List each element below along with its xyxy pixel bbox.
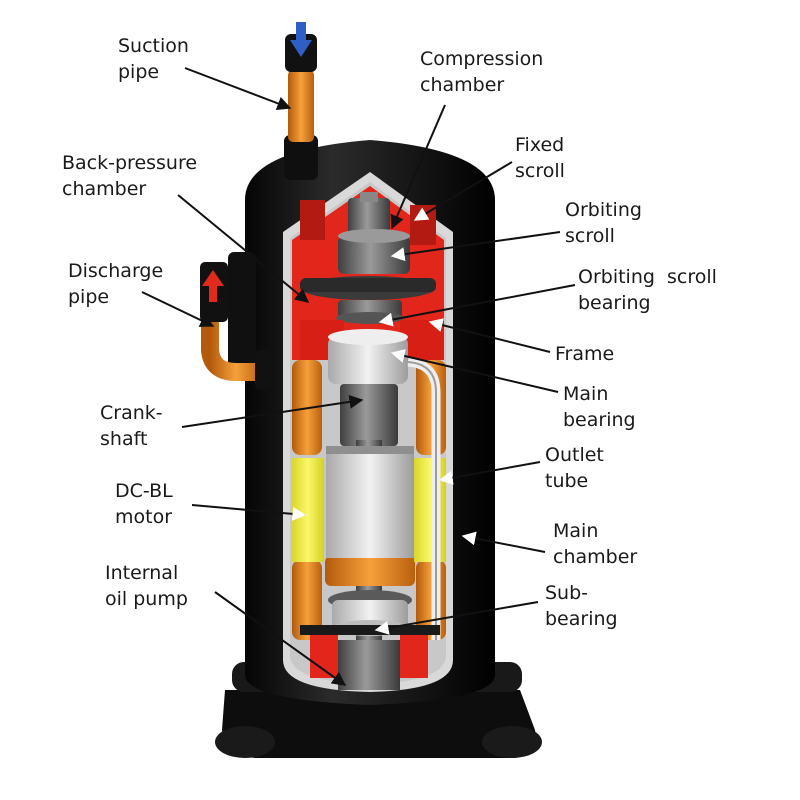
label-sub-bearing: Sub- bearing xyxy=(545,582,618,630)
label-dc-bl-motor: DC-BL motor xyxy=(115,480,173,528)
leader-frame xyxy=(428,318,551,353)
leader-main-bearing xyxy=(390,349,559,393)
orbiting-scroll-bearing xyxy=(336,300,404,324)
label-crankshaft: Crank- shaft xyxy=(100,402,163,450)
leader-suction-pipe xyxy=(184,67,292,111)
leader-sub-bearing xyxy=(374,601,539,635)
suction-flow-arrow xyxy=(290,22,312,57)
leader-lines xyxy=(141,67,576,686)
label-main-chamber: Main chamber xyxy=(553,520,638,568)
label-outlet-tube: Outlet tube xyxy=(545,444,604,492)
label-internal-oil-pump: Internal oil pump xyxy=(105,562,188,610)
internal-oil-pump xyxy=(300,625,440,690)
fixed-scroll xyxy=(348,192,390,238)
label-orbiting-scroll: Orbiting scroll xyxy=(565,199,642,247)
leader-dc-bl-motor xyxy=(191,504,307,521)
leader-outlet-tube xyxy=(438,461,541,485)
label-suction-pipe: Suction pipe xyxy=(118,35,189,83)
discharge-flow-arrow xyxy=(202,270,224,302)
leader-back-pressure-chamber xyxy=(177,194,310,303)
label-orbiting-scroll-bearing: Orbiting scroll bearing xyxy=(578,266,717,314)
leader-main-chamber xyxy=(461,531,546,553)
leader-orbiting-scroll xyxy=(390,231,561,262)
main-bearing xyxy=(328,329,408,384)
leader-crankshaft xyxy=(181,394,364,428)
leader-internal-oil-pump xyxy=(214,591,347,686)
leader-discharge-pipe xyxy=(141,291,215,327)
label-frame: Frame xyxy=(555,343,615,365)
orbiting-scroll xyxy=(300,229,436,300)
label-main-bearing: Main bearing xyxy=(563,383,636,431)
leader-orbiting-scroll-bearing xyxy=(378,284,576,327)
label-discharge-pipe: Discharge pipe xyxy=(68,260,164,308)
leader-fixed-scroll xyxy=(413,161,513,221)
label-back-pressure-chamber: Back-pressure chamber xyxy=(62,152,198,200)
motor-rotor xyxy=(326,446,414,558)
outlet-tube xyxy=(407,357,441,640)
label-compression-chamber: Compression chamber xyxy=(420,48,544,96)
leader-compression-chamber xyxy=(390,104,446,230)
label-fixed-scroll: Fixed scroll xyxy=(515,134,565,182)
